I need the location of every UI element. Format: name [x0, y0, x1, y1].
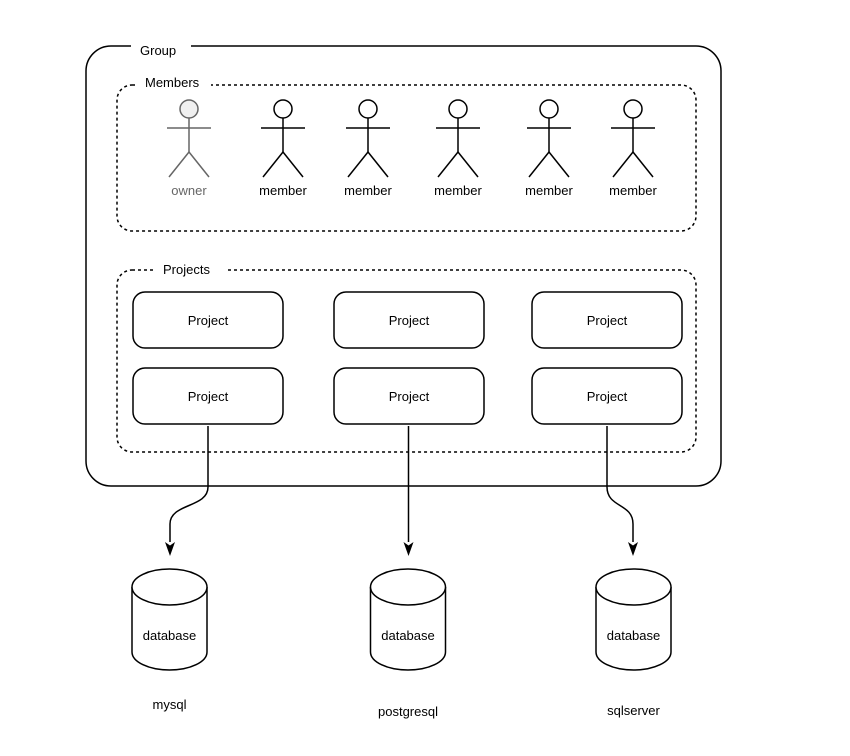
arrowhead-icon [165, 542, 175, 556]
projects-label-bg [155, 262, 225, 277]
database-cylinder-icon [369, 587, 447, 671]
database-postgresql: database [369, 568, 447, 671]
actor-label: member [525, 183, 573, 198]
members-container [116, 84, 697, 232]
database-sqlserver: database [595, 568, 672, 671]
database-engine-label: sqlserver [607, 703, 660, 718]
project-label: Project [389, 389, 430, 404]
project-box: Project [531, 367, 683, 425]
actor-head [179, 99, 199, 119]
project-label: Project [389, 313, 430, 328]
project-box: Project [333, 367, 485, 425]
database-label: database [381, 628, 435, 643]
project-label: Project [188, 389, 229, 404]
database-cylinder-top-icon [369, 568, 447, 606]
member-actor-icon [527, 99, 571, 178]
members-label: Members [145, 75, 200, 90]
database-mysql: database [131, 568, 208, 671]
arrow-project-to-mysql [165, 426, 209, 556]
owner-actor-icon [167, 99, 211, 178]
actor-label: member [344, 183, 392, 198]
database-cylinder-top-icon [131, 568, 208, 606]
actor-label: member [609, 183, 657, 198]
member-actor-icon [611, 99, 655, 178]
projects-label: Projects [163, 262, 210, 277]
database-cylinder-top-icon [595, 568, 672, 606]
project-box: Project [132, 367, 284, 425]
members-label-bg [137, 75, 211, 90]
actor-label: member [259, 183, 307, 198]
actor-label: owner [171, 183, 207, 198]
group-label-bg [131, 42, 191, 58]
arrow-project-to-postgresql [403, 426, 414, 556]
member-actor-icon [261, 99, 305, 178]
arrow-project-to-sqlserver [606, 426, 638, 556]
actor-label: member [434, 183, 482, 198]
database-cylinder-icon [595, 587, 672, 671]
arrowhead-icon [628, 542, 638, 556]
project-label: Project [188, 313, 229, 328]
database-label: database [143, 628, 197, 643]
member-actor-icon [346, 99, 390, 178]
database-label: database [607, 628, 661, 643]
project-box: Project [132, 291, 284, 349]
database-cylinder-icon [131, 587, 208, 671]
database-engine-label: postgresql [378, 704, 438, 719]
projects-container [116, 269, 697, 453]
project-box: Project [531, 291, 683, 349]
database-engine-label: mysql [153, 697, 187, 712]
group-label: Group [140, 43, 176, 58]
project-label: Project [587, 389, 628, 404]
arrowhead-icon [403, 542, 414, 556]
member-actor-icon [436, 99, 480, 178]
project-label: Project [587, 313, 628, 328]
project-box: Project [333, 291, 485, 349]
